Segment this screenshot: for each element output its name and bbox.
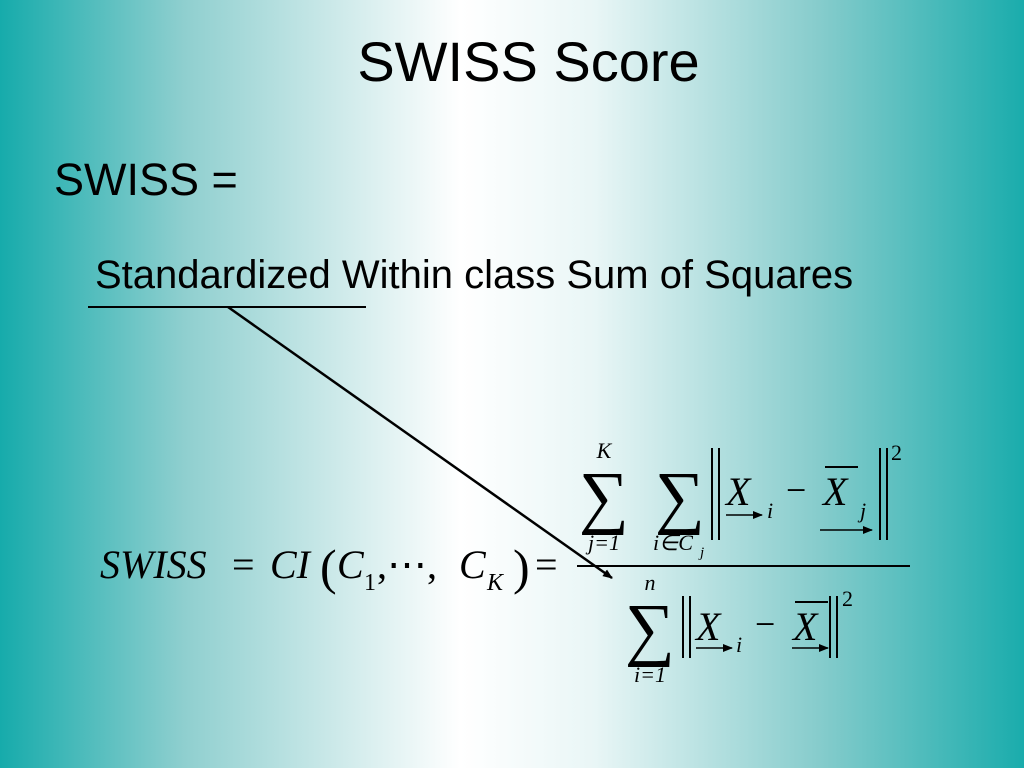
formula-open-paren: ( <box>320 539 337 595</box>
num-term-x-i-sub: i <box>767 498 773 523</box>
outer-sum-sigma: ∑ <box>579 459 629 536</box>
num-term-xbar-j-sub: j <box>857 498 866 523</box>
denom-power: 2 <box>842 586 853 611</box>
denom-term-xbar: X <box>791 604 819 649</box>
formula-ck-sub: K <box>486 570 505 596</box>
denom-term-x-i-sub: i <box>736 632 742 657</box>
outer-sum-upper: K <box>596 438 613 463</box>
denom-minus: − <box>755 604 775 644</box>
formula-ck: C <box>459 542 487 587</box>
formula-ellipsis: ,⋯, <box>377 542 437 587</box>
formula-c1: C <box>337 542 365 587</box>
inner-sum-sigma: ∑ <box>655 459 705 536</box>
acronym-expansion: Standardized Within class Sum of Squares <box>95 253 854 297</box>
definition-lhs: SWISS = <box>54 154 238 205</box>
num-power: 2 <box>891 440 902 465</box>
outer-sum-lower: j=1 <box>585 530 620 555</box>
inner-sum-lower: i∈C <box>653 530 693 555</box>
formula-equals: = <box>232 542 255 587</box>
pointer-arrow <box>227 305 613 580</box>
slide-title: SWISS Score <box>357 30 700 93</box>
standardized-underline <box>88 306 366 308</box>
formula-close-paren: ) <box>513 539 530 595</box>
denom-term-x-i: X <box>694 604 722 649</box>
num-term-xbar-j: X <box>821 469 849 514</box>
num-minus: − <box>786 470 806 510</box>
inner-sum-lower-sub: j <box>698 545 704 561</box>
formula-swiss: SWISS <box>100 542 207 587</box>
formula-c1-sub: 1 <box>364 570 376 596</box>
num-term-x-i: X <box>724 469 752 514</box>
denom-sum-lower: i=1 <box>634 662 666 687</box>
denom-sum-sigma: ∑ <box>625 591 675 668</box>
formula-ci: CI <box>270 542 312 587</box>
formula-equals-2: = <box>535 542 558 587</box>
denom-sum-upper: n <box>645 570 656 595</box>
